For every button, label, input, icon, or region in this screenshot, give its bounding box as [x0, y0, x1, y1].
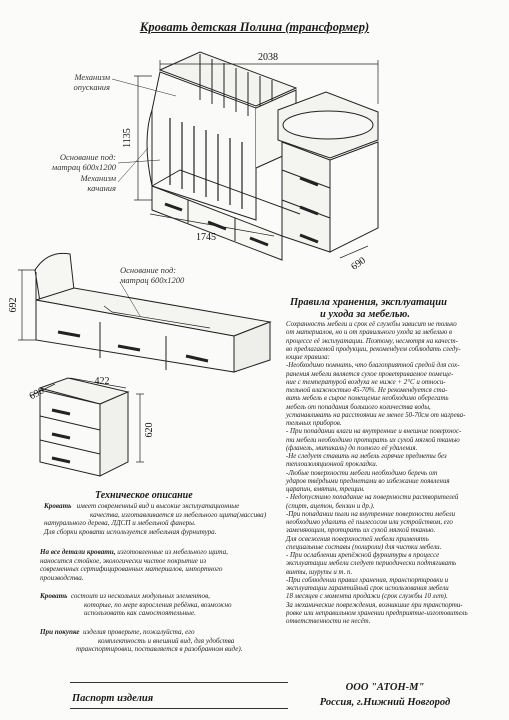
tech-title: Техническое описание — [95, 490, 193, 501]
rules-line: ранения мебели является сухое проветрива… — [286, 370, 454, 378]
dim-top-width: 2038 — [258, 52, 278, 63]
rules-line: мебель от попадания большого количества … — [286, 403, 431, 411]
rules-line: (спирт, ацетон, бензин и др.). — [286, 502, 375, 510]
rules-line: 18 месяцев с момента продажи (срок служб… — [286, 593, 448, 601]
dim-nightstand-height: 620 — [144, 423, 155, 438]
rules-line: Для освежения поверхностей мебели примен… — [286, 535, 429, 543]
footer-line-bottom — [70, 708, 288, 709]
rules-line: необходимо удалить её пылесосом или устр… — [286, 519, 453, 526]
rules-line: - Недопустимо попадание на поверхности р… — [286, 494, 459, 502]
rules-line: специальные составы (полироли) для чистк… — [286, 543, 442, 551]
rules-line: ти мебели необходимо протирать их сухой … — [286, 436, 460, 444]
dim-top-depth: 690 — [349, 255, 368, 273]
rules-line: ударов твёрдыми предметами во избежание … — [286, 477, 450, 485]
rules-line: устанавливать на расстоянии не менее 50-… — [286, 411, 466, 419]
rules-line: -Любые поверхности мебели необходимо бер… — [286, 469, 438, 477]
footer-city: Россия, г.Нижний Новгород — [319, 697, 451, 708]
rules-line: эксплуатации гарантийный срок использова… — [286, 585, 449, 592]
rules-line: - При ослаблении крепёжной фурнитуры в п… — [286, 552, 440, 559]
rules-line: царапин, вмятин, трещин. — [286, 486, 365, 493]
footer-company: ООО "АТОН-М" — [345, 682, 425, 693]
tech-paragraph-4: При покупке изделия проверьте, пожалуйст… — [40, 628, 243, 654]
rules-line: ющие правила: — [286, 354, 330, 361]
footer-company-block: ООО "АТОН-М" Россия, г.Нижний Новгород — [310, 680, 460, 710]
single-bed-drawing — [18, 252, 272, 373]
tech-paragraph-1: Кровать имеет современный вид и высокие … — [44, 502, 267, 536]
rules-text: Сохранность мебели и срок её службы зави… — [286, 321, 500, 626]
rules-line: Сохранность мебели и срок её службы зави… — [286, 321, 457, 328]
rules-line: заменяющим, протирать их сухой мягкой тк… — [286, 527, 436, 535]
label-base-bed: Основание под:матрац 600х1200 — [120, 265, 185, 285]
rules-line: -Не следует ставить на мебель горячие пр… — [286, 453, 447, 460]
tech-paragraph-2: На все детали кровати, изготовленные из … — [40, 548, 228, 582]
transformer-bed-drawing — [111, 51, 379, 261]
rules-line: теплоизоляционной прокладки. — [286, 461, 378, 469]
nightstand-drawing — [29, 377, 144, 477]
dim-top-height: 1135 — [122, 128, 133, 148]
rules-line: - При попадании влаги на внутренние и вн… — [286, 428, 462, 436]
rules-line: За механические повреждения, возникшие п… — [286, 601, 463, 609]
rules-line: ние с температурой воздуха не ниже + 2°С… — [286, 378, 446, 386]
tech-paragraph-3: Кровать состоит из нескольких модульных … — [40, 592, 232, 618]
document-title: Кровать детская Полина (трансформер) — [139, 20, 370, 34]
dim-top-length: 1745 — [196, 232, 216, 243]
rules-line: вить мебель в сырое помещение необходимо… — [286, 395, 449, 403]
dim-bed-height: 692 — [8, 298, 19, 313]
rules-line: тельных приборов. — [286, 420, 342, 427]
rules-line: -При попадании пыли на внутренние поверх… — [286, 510, 456, 518]
rules-line: эксплуатации мебели следует периодически… — [286, 560, 457, 568]
rules-line: ровке или неправильном хранении предприя… — [286, 609, 468, 617]
rules-line: -При соблюдении правил хранения, транспо… — [286, 576, 449, 584]
rules-line: винты, шурупы и т. п. — [286, 568, 353, 576]
rules-line: процессе её эксплуатации. Поэтому, несмо… — [286, 337, 458, 345]
dim-nightstand-width: 422 — [95, 376, 110, 387]
rules-line: от материалов, но и от правильного ухода… — [286, 329, 453, 337]
label-base-top: Основание под:матрац 600х1200 — [51, 152, 116, 172]
rules-line: -Необходимо помнить, что благоприятной с… — [286, 362, 460, 370]
rules-line: (фланель, митикаль) до полного её удален… — [286, 444, 418, 452]
rules-title: Правила хранения, эксплуатации и ухода з… — [290, 297, 447, 320]
rules-line: ответственности не несёт. — [286, 618, 371, 625]
rules-line: во предлагаемой продукции, рекомендуем с… — [286, 345, 461, 353]
footer-passport: Паспорт изделия — [72, 693, 154, 704]
footer-line-top — [70, 682, 288, 683]
rules-line: тельной влажностью 45-70%. Не рекомендуе… — [286, 387, 448, 394]
